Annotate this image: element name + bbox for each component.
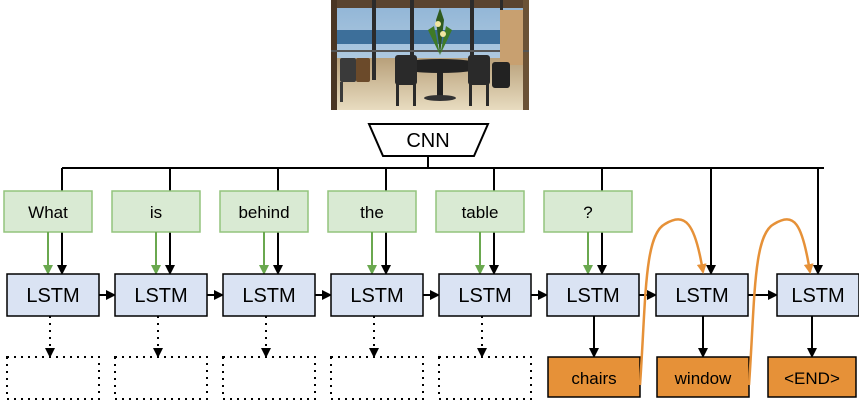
question-word-label: the: [360, 203, 384, 222]
lstm-label: LSTM: [791, 285, 844, 307]
answer-feedback-arrow: [747, 218, 814, 386]
lstm-label: LSTM: [134, 285, 187, 307]
lstm-cell: LSTM: [438, 273, 532, 317]
answer-word-label: <END>: [784, 369, 840, 388]
question-word-label: table: [462, 203, 499, 222]
question-word-label: is: [150, 203, 162, 222]
lstm-label: LSTM: [675, 285, 728, 307]
answer-word-label: chairs: [571, 369, 616, 388]
empty-output-box: [6, 356, 100, 400]
lstm-cell: LSTM: [546, 273, 640, 317]
question-word-box: ?: [543, 190, 633, 233]
empty-output-box: [114, 356, 208, 400]
question-words: What is behind the table?: [3, 190, 633, 275]
question-word-box: the: [327, 190, 417, 233]
cnn-block: CNN: [367, 123, 490, 157]
empty-output-box: [330, 356, 424, 400]
lstm-cell: LSTM: [114, 273, 208, 317]
lstm-chain: LSTM LSTM LSTM LSTM LSTM LSTM LSTM LSTM: [6, 273, 859, 317]
question-word-label: ?: [583, 203, 592, 222]
dining-room-photo: [331, 0, 529, 110]
lstm-label: LSTM: [566, 285, 619, 307]
lstm-label: LSTM: [26, 285, 79, 307]
lstm-cell: LSTM: [776, 273, 859, 317]
answer-feedback-arrow: [638, 218, 707, 386]
lstm-label: LSTM: [350, 285, 403, 307]
empty-output-box: [438, 356, 532, 400]
lstm-label: LSTM: [242, 285, 295, 307]
answer-word-box: <END>: [767, 356, 857, 398]
answer-word-box: window: [656, 356, 750, 398]
empty-output-box: [222, 356, 316, 400]
cnn-label: CNN: [406, 130, 449, 152]
question-word-box: What: [3, 190, 93, 233]
lstm-cell: LSTM: [655, 273, 749, 317]
lstm-cell: LSTM: [222, 273, 316, 317]
question-word-label: What: [28, 203, 68, 222]
question-word-box: behind: [219, 190, 309, 233]
answer-feedback-arrows: [638, 218, 814, 386]
lstm-label: LSTM: [458, 285, 511, 307]
question-word-box: is: [111, 190, 201, 233]
answer-outputs: chairs window <END>: [6, 316, 857, 400]
lstm-cell: LSTM: [330, 273, 424, 317]
answer-word-label: window: [674, 369, 732, 388]
answer-word-box: chairs: [547, 356, 641, 398]
lstm-cell: LSTM: [6, 273, 100, 317]
question-word-box: table: [435, 190, 525, 233]
question-word-label: behind: [238, 203, 289, 222]
